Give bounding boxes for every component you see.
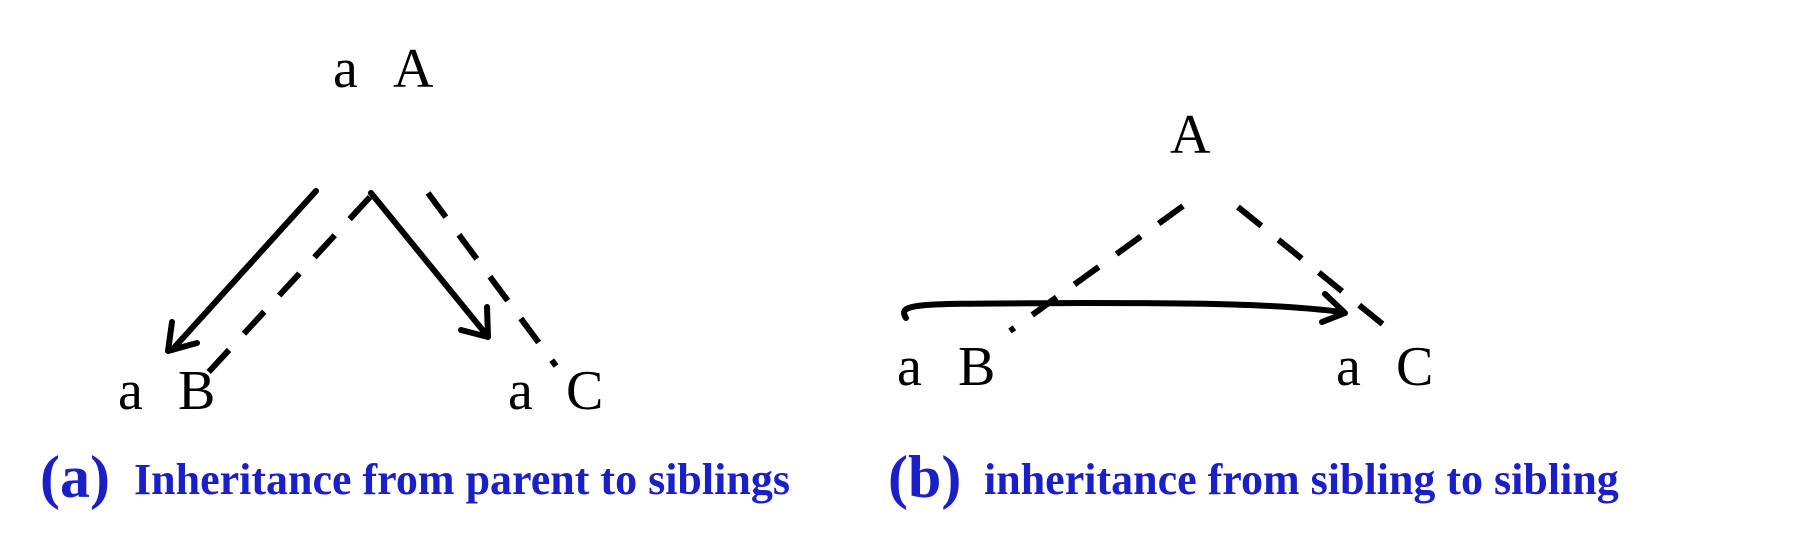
- caption-b-letter: (b): [888, 444, 961, 510]
- panel-b-node-right-attr: a: [1336, 336, 1361, 398]
- panel-a-node-top-attr: a: [333, 38, 358, 100]
- caption-b: (b) inheritance from sibling to sibling: [888, 444, 1619, 510]
- panel-a-arrowhead-c: [458, 304, 491, 340]
- caption-b-text: inheritance from sibling to sibling: [984, 455, 1619, 504]
- panel-a-node-right-name: C: [566, 360, 603, 422]
- panel-b-arrow-b-to-c: [901, 299, 1345, 321]
- caption-a-letter: (a): [40, 444, 110, 510]
- panel-b-node-left-name: B: [958, 336, 995, 398]
- panel-a-arrow-to-c: [368, 190, 488, 336]
- panel-b-node-right-name: C: [1396, 336, 1433, 398]
- caption-a: (a) Inheritance from parent to siblings: [40, 444, 790, 510]
- panel-b-node-left-attr: a: [897, 336, 922, 398]
- panel-b-node-top-name: A: [1170, 104, 1211, 166]
- caption-a-text: Inheritance from parent to siblings: [134, 455, 790, 504]
- panel-b-arrowhead-c: [1319, 291, 1348, 325]
- panel-b-dashed-to-b: [1008, 203, 1185, 334]
- panel-a-arrow-to-b: [169, 188, 319, 353]
- panel-a-node-right-attr: a: [508, 360, 533, 422]
- panel-a-node-top-name: A: [393, 38, 434, 100]
- panel-a-arrowhead-b: [165, 319, 200, 354]
- panel-a-dashed-to-b: [202, 194, 373, 379]
- panel-a-node-left-attr: a: [118, 360, 143, 422]
- panel-b: A a B a C: [897, 104, 1433, 398]
- panel-b-dashed-to-c: [1236, 204, 1398, 338]
- panel-a-dashed-to-c: [425, 191, 559, 368]
- panel-a: a A a B a C: [118, 38, 603, 422]
